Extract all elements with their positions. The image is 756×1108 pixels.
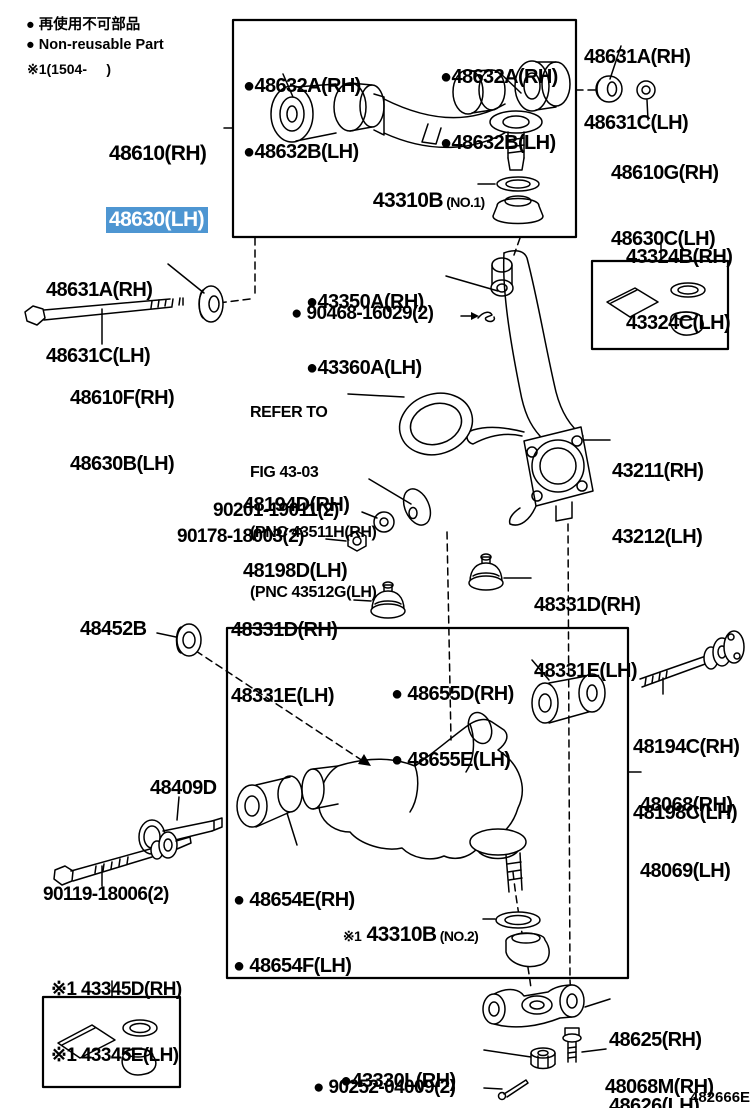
castle-nut-drawing bbox=[530, 1047, 556, 1070]
part-number-90178[interactable]: 90178-18003(2) bbox=[177, 526, 304, 547]
part-number-43350a[interactable]: ●43350A(RH) ●43360A(LH) bbox=[306, 291, 424, 379]
part-number-48068[interactable]: 48068(RH) 48069(LH) bbox=[640, 794, 733, 882]
knuckle-kit-box bbox=[590, 259, 730, 351]
part-number-48631-left[interactable]: 48631A(RH) 48631C(LH) bbox=[46, 279, 153, 367]
arrowhead bbox=[471, 312, 479, 320]
part-number-48068m[interactable]: 48068M(RH) 48069H(LH) bbox=[605, 1076, 714, 1098]
part-number-48409d[interactable]: 48409D bbox=[150, 777, 217, 799]
grommet-drawing bbox=[175, 623, 202, 657]
part-number-48610g[interactable]: 48610G(RH) 48630C(LH) bbox=[611, 162, 719, 250]
part-number-43310b-no2[interactable]: ※1 43310B (NO.2) bbox=[342, 923, 479, 946]
part-number-48632-right[interactable]: ●48632A(RH) ●48632B(LH) bbox=[440, 66, 558, 154]
part-number-90252[interactable]: ● 90252-04009(2) bbox=[313, 1077, 456, 1098]
clip-drawing bbox=[477, 311, 496, 323]
part-number-48655[interactable]: ● 48655D(RH) ● 48655E(LH) bbox=[391, 683, 514, 771]
bumpstop-right-drawing bbox=[468, 553, 504, 591]
diagram-code: 482666E bbox=[690, 1089, 751, 1106]
camber-bolt-drawing bbox=[639, 630, 745, 688]
cotter-pin-drawing bbox=[497, 1079, 529, 1101]
part-number-43345[interactable]: ※1 43345D(RH) ※1 43345E(LH) bbox=[51, 979, 182, 1066]
leader-lines bbox=[101, 45, 664, 1090]
bumpstop-left-drawing bbox=[370, 581, 406, 619]
part-number-48631-top[interactable]: 48631A(RH) 48631C(LH) bbox=[584, 46, 691, 134]
bracket-drawing bbox=[482, 984, 585, 1028]
camber-plate-washer-nut-drawing bbox=[347, 488, 432, 552]
part-number-90119[interactable]: 90119-18006(2) bbox=[43, 884, 169, 905]
lower-control-arm-drawing bbox=[236, 673, 606, 968]
lower-arm-group-box bbox=[225, 626, 630, 980]
lower-arm-bolt-drawing bbox=[53, 831, 192, 886]
legend-note-1504: ※1(1504- ) bbox=[27, 61, 112, 77]
upper-washer-nut-drawing bbox=[595, 75, 656, 103]
part-number-43330l[interactable]: ●43330L(RH) ●43340B(LH) bbox=[340, 1070, 456, 1092]
part-number-90201[interactable]: 90201-19011(2) bbox=[213, 500, 339, 521]
part-number-48625[interactable]: 48625(RH) 48626(LH) bbox=[609, 1029, 702, 1108]
upper-control-arm-drawing bbox=[270, 60, 571, 225]
part-number-43310b-no1[interactable]: 43310B (NO.1) bbox=[372, 189, 485, 212]
part-number-48194c[interactable]: 48194C(RH) 48198C(LH) bbox=[633, 736, 740, 824]
part-number-rh[interactable]: 48610(RH) bbox=[109, 142, 207, 165]
part-number-48331-left[interactable]: 48331D(RH) 48331E(LH) bbox=[231, 619, 338, 707]
hub-seal-drawing bbox=[398, 392, 474, 456]
balljoint-kit-contents-drawing bbox=[57, 1019, 158, 1076]
upper-arm-bolt-drawing bbox=[24, 285, 224, 326]
part-number-43211[interactable]: 43211(RH) 43212(LH) bbox=[612, 460, 704, 548]
bracket-bolt-drawing bbox=[562, 1027, 582, 1063]
part-number-48610f[interactable]: 48610F(RH) 48630B(LH) bbox=[70, 387, 175, 475]
part-number-48452b[interactable]: 48452B bbox=[80, 618, 147, 640]
part-number-48632-left[interactable]: ●48632A(RH) ●48632B(LH) bbox=[243, 75, 361, 163]
legend-nonreusable-en: ● Non-reusable Part bbox=[26, 37, 164, 53]
knuckle-kit-contents-drawing bbox=[606, 282, 706, 336]
part-number-lh-highlighted[interactable]: 48630(LH) bbox=[106, 207, 208, 233]
part-number-48610-48630-selected[interactable]: 48610(RH) 48630(LH) bbox=[106, 99, 208, 255]
part-number-48331-right[interactable]: 48331D(RH) 48331E(LH) bbox=[534, 594, 641, 682]
legend-nonreusable-jp: ● 再使用不可部品 bbox=[26, 17, 141, 33]
part-number-90468[interactable]: ● 90468-16029(2) bbox=[291, 303, 434, 324]
part-number-48654[interactable]: ● 48654E(RH) ● 48654F(LH) bbox=[233, 889, 355, 977]
refer-to-fig-note: REFER TO FIG 43-03 (PNC 43511H(RH) (PNC … bbox=[250, 404, 377, 601]
part-number-43324[interactable]: 43324B(RH) 43324C(LH) bbox=[626, 246, 733, 334]
steering-knuckle-drawing bbox=[466, 249, 594, 526]
part-number-48194d[interactable]: 48194D(RH) 48198D(LH) bbox=[243, 494, 350, 582]
